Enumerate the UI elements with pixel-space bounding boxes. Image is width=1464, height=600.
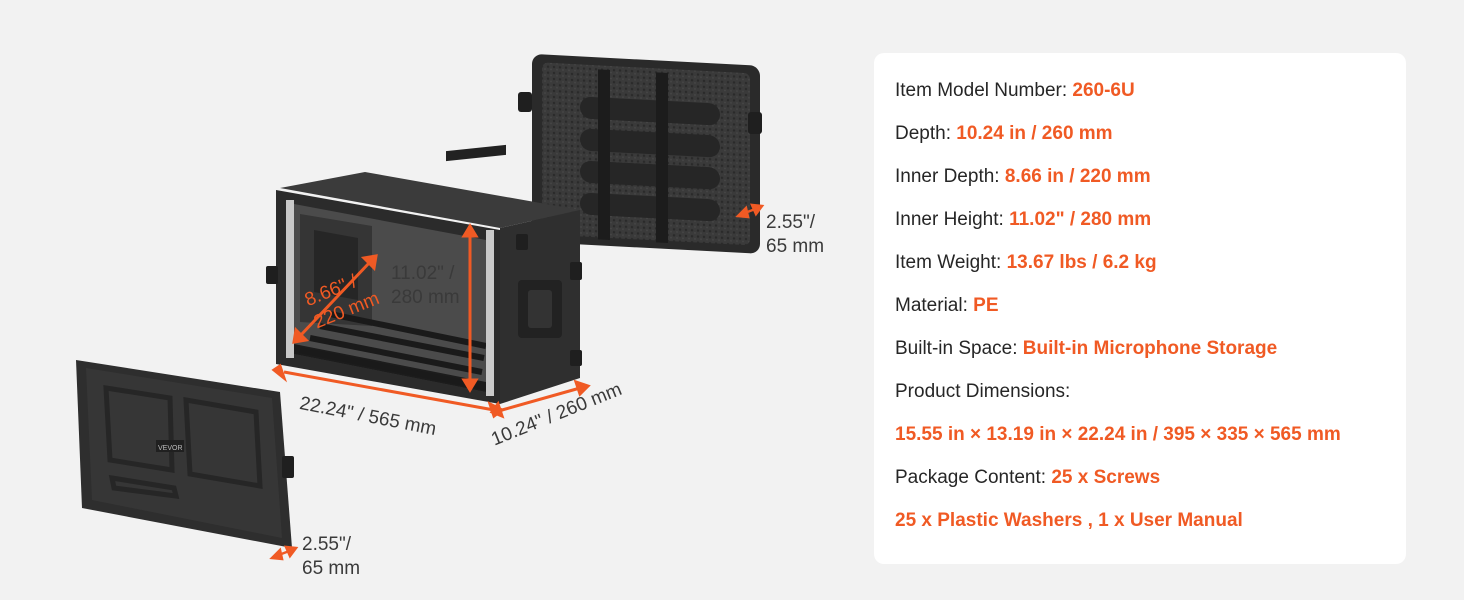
- product-illustration: VEVOR: [76, 54, 765, 561]
- inner-depth-arrow: [292, 254, 378, 344]
- depth-arrow: [489, 379, 591, 419]
- rack-case: [266, 144, 582, 404]
- lid-thickness-arrow-bottom: [269, 545, 299, 561]
- dim-lid-top: 2.55"/ 65 mm: [766, 212, 825, 257]
- strap-left: [598, 69, 610, 240]
- spec-dimensions-label: Product Dimensions:: [895, 381, 1071, 402]
- spec-card: Item Model Number: 260-6U Depth: 10.24 i…: [874, 53, 1406, 564]
- spec-inner-height: Inner Height: 11.02" / 280 mm: [895, 209, 1152, 230]
- dim-inner-height: 11.02" / 280 mm: [391, 263, 460, 308]
- latch-left: [518, 92, 532, 112]
- top-lid: [518, 54, 762, 254]
- strap-right: [656, 72, 668, 244]
- brand-mark: VEVOR: [158, 445, 183, 452]
- spec-inner-depth: Inner Depth: 8.66 in / 220 mm: [895, 166, 1151, 187]
- spec-material: Material: PE: [895, 295, 999, 316]
- front-lid-latch: [282, 456, 294, 478]
- rack-rail-left: [286, 200, 294, 358]
- spec-weight: Item Weight: 13.67 lbs / 6.2 kg: [895, 252, 1157, 273]
- spec-model: Item Model Number: 260-6U: [895, 80, 1135, 101]
- case-latch-right: [570, 262, 582, 280]
- latch-right: [748, 112, 762, 134]
- lid-thickness-arrow-top: [735, 203, 765, 219]
- case-latch-left: [266, 266, 278, 284]
- microphone-foam-slots: [580, 96, 720, 222]
- spec-package: Package Content: 25 x Screws: [895, 467, 1161, 488]
- rack-rail-right: [486, 230, 494, 396]
- spec-dimensions-value: 15.55 in × 13.19 in × 22.24 in / 395 × 3…: [895, 424, 1341, 445]
- spec-space: Built-in Space: Built-in Microphone Stor…: [895, 338, 1278, 359]
- spec-depth: Depth: 10.24 in / 260 mm: [895, 123, 1113, 144]
- front-lid: [76, 360, 294, 548]
- spec-package-more: 25 x Plastic Washers , 1 x User Manual: [895, 510, 1243, 531]
- inner-height-arrow: [461, 223, 479, 393]
- dim-lid-bottom: 2.55"/ 65 mm: [302, 534, 361, 579]
